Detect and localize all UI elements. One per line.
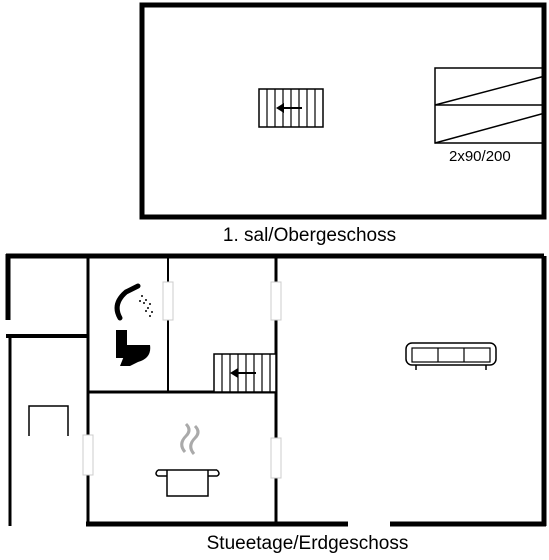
stair-icon	[258, 88, 324, 128]
toilet-icon	[116, 330, 151, 366]
wardrobe-icon	[28, 405, 69, 436]
shower-icon	[114, 283, 153, 321]
bed-size-label: 2x90/200	[449, 148, 511, 165]
upper-floor-label: 1. sal/Obergeschoss	[222, 225, 397, 246]
upper-floor	[139, 2, 547, 220]
bed-icon	[434, 67, 546, 144]
door-gaps	[82, 281, 282, 479]
sofa-icon	[405, 342, 497, 370]
upper-floor-walls	[139, 2, 547, 220]
cooking-pot-icon	[155, 422, 220, 497]
ground-floor	[5, 253, 547, 527]
stair-icon	[213, 353, 277, 393]
ground-floor-label: Stueetage/Erdgeschoss	[206, 533, 409, 554]
